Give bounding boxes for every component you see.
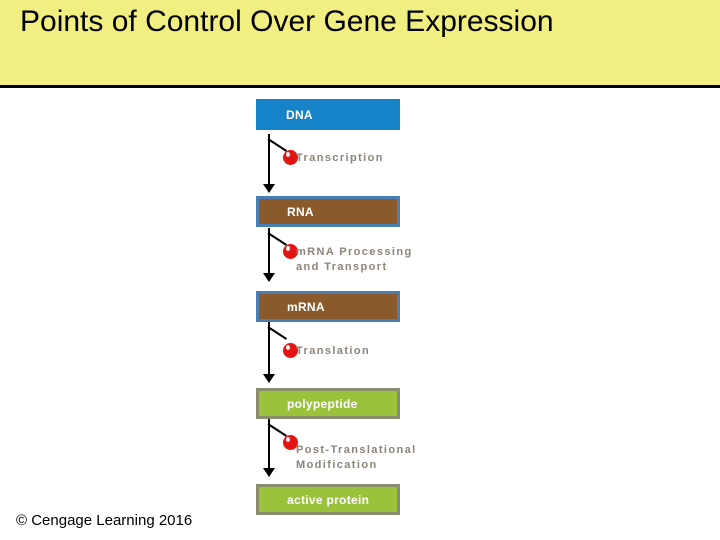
step-label-transcription: Transcription bbox=[296, 152, 384, 164]
arrow-head-mrna-to-polypeptide bbox=[263, 374, 275, 383]
connector-tick-post-translational bbox=[267, 423, 287, 437]
control-point-dot-translation[interactable] bbox=[283, 343, 298, 358]
connector-tick-translation bbox=[267, 326, 287, 340]
flow-box-dna[interactable]: DNA bbox=[256, 99, 400, 130]
flow-box-mrna-label: mRNA bbox=[287, 299, 325, 314]
connector-tick-transcription bbox=[267, 138, 287, 152]
control-point-dot-transcription[interactable] bbox=[283, 150, 298, 165]
flow-box-rna[interactable]: RNA bbox=[256, 196, 400, 227]
arrow-mrna-to-polypeptide bbox=[268, 322, 270, 381]
arrow-dna-to-rna bbox=[268, 134, 270, 191]
step-label-translation: Translation bbox=[296, 345, 371, 357]
flow-box-active-protein-label: active protein bbox=[287, 492, 370, 507]
control-point-dot-post-translational[interactable] bbox=[283, 435, 298, 450]
arrow-head-dna-to-rna bbox=[263, 184, 275, 193]
arrow-polypeptide-to-protein bbox=[268, 419, 270, 475]
flow-box-active-protein[interactable]: active protein bbox=[256, 484, 400, 515]
title-banner: Points of Control Over Gene Expression bbox=[0, 0, 720, 88]
connector-tick-mrna-processing bbox=[267, 232, 287, 246]
footer-credit: © Cengage Learning 2016 bbox=[16, 512, 193, 529]
page-title: Points of Control Over Gene Expression bbox=[20, 5, 554, 38]
arrow-head-polypeptide-to-protein bbox=[263, 468, 275, 477]
flow-box-dna-label: DNA bbox=[286, 107, 313, 122]
step-label-post-translational: Post-Translational Modification bbox=[296, 444, 417, 471]
flow-box-rna-label: RNA bbox=[287, 204, 314, 219]
flow-box-polypeptide[interactable]: polypeptide bbox=[256, 388, 400, 419]
arrow-head-rna-to-mrna bbox=[263, 273, 275, 282]
flow-box-polypeptide-label: polypeptide bbox=[287, 396, 358, 411]
step-label-mrna-processing: mRNA Processing and Transport bbox=[296, 246, 413, 273]
arrow-rna-to-mrna bbox=[268, 228, 270, 280]
gene-expression-flow-diagram: DNA Transcription RNA mRNA Processing an… bbox=[0, 88, 720, 540]
control-point-dot-mrna-processing[interactable] bbox=[283, 244, 298, 259]
flow-box-mrna[interactable]: mRNA bbox=[256, 291, 400, 322]
